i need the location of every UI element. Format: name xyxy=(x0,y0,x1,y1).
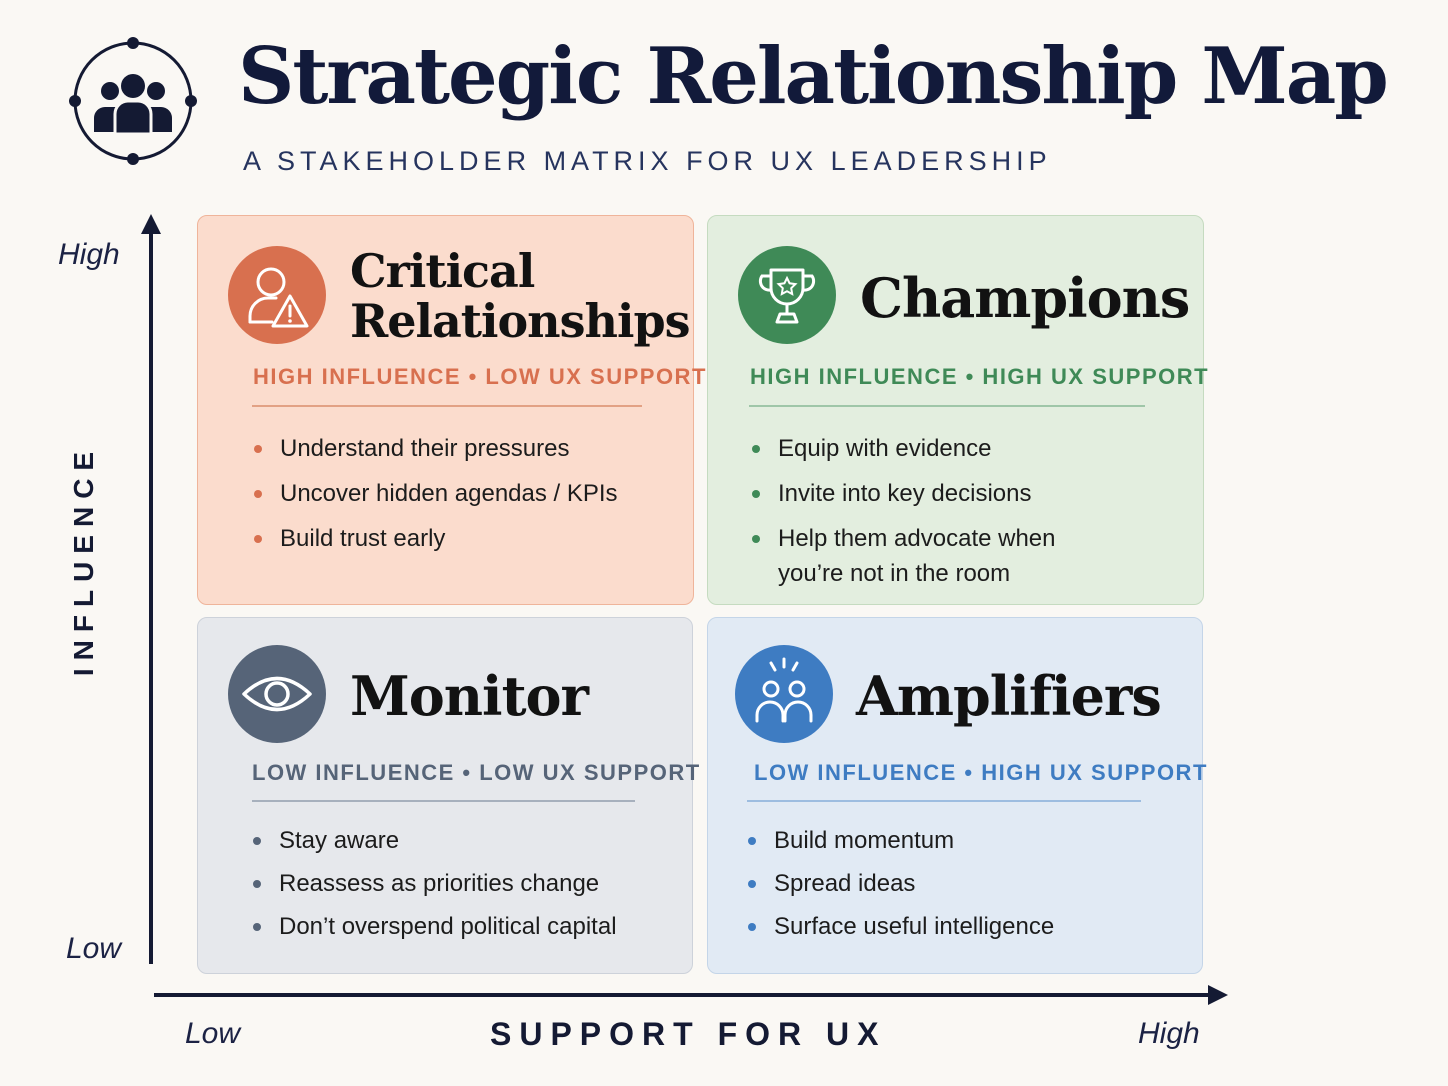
list-item: Don’t overspend political capital xyxy=(251,909,617,944)
trophy-icon xyxy=(738,246,836,344)
list-item: Reassess as priorities change xyxy=(251,866,617,901)
page-title: Strategic Relationship Map xyxy=(238,31,1389,122)
quadrant-amplifiers: Amplifiers LOW INFLUENCE • HIGH UX SUPPO… xyxy=(707,617,1206,974)
quadrant-divider xyxy=(747,800,1141,802)
quadrant-list: Equip with evidence Invite into key deci… xyxy=(750,431,1056,591)
people-group-icon xyxy=(66,34,200,168)
quadrant-critical-relationships: Critical Relationships HIGH INFLUENCE • … xyxy=(197,215,705,605)
x-axis-title: SUPPORT FOR UX xyxy=(490,1016,887,1052)
quadrant-title: Amplifiers xyxy=(856,664,1162,728)
y-axis-line xyxy=(149,228,153,964)
quadrant-title-line2: Relationships xyxy=(350,294,691,348)
list-item-continuation: you’re not in the room xyxy=(778,560,1011,587)
y-axis-title: INFLUENCE xyxy=(68,443,99,677)
quadrant-list: Stay aware Reassess as priorities change… xyxy=(251,823,617,944)
list-item: Invite into key decisions xyxy=(750,476,1056,511)
quadrant-divider xyxy=(252,800,635,802)
people-broadcast-icon xyxy=(735,645,833,743)
quadrant-champions: Champions HIGH INFLUENCE • HIGH UX SUPPO… xyxy=(707,215,1208,605)
list-item: Uncover hidden agendas / KPIs xyxy=(252,476,618,511)
list-item: Understand their pressures xyxy=(252,431,618,466)
x-axis-low-label: Low xyxy=(185,1017,241,1050)
quadrant-tag: LOW INFLUENCE • LOW UX SUPPORT xyxy=(252,760,701,785)
x-axis-high-label: High xyxy=(1138,1017,1200,1050)
quadrant-tag: HIGH INFLUENCE • LOW UX SUPPORT xyxy=(253,364,707,389)
quadrant-list: Understand their pressures Uncover hidde… xyxy=(252,431,618,556)
y-axis-low-label: Low xyxy=(66,932,122,965)
quadrant-title-line1: Critical xyxy=(350,244,535,298)
quadrant-tag: LOW INFLUENCE • HIGH UX SUPPORT xyxy=(754,760,1208,785)
list-item: Stay aware xyxy=(251,823,617,858)
quadrant-title: Champions xyxy=(860,266,1190,330)
list-item: Build trust early xyxy=(252,521,618,556)
person-warning-icon xyxy=(228,246,326,344)
quadrant-list: Build momentum Spread ideas Surface usef… xyxy=(746,823,1054,944)
x-axis-line xyxy=(154,993,1214,997)
list-item: Spread ideas xyxy=(746,866,1054,901)
eye-icon xyxy=(228,645,326,743)
y-axis-arrowhead xyxy=(141,214,161,234)
x-axis-arrowhead xyxy=(1208,985,1228,1005)
y-axis-high-label: High xyxy=(58,238,120,271)
page-subtitle: A STAKEHOLDER MATRIX FOR UX LEADERSHIP xyxy=(243,146,1052,176)
quadrant-monitor: Monitor LOW INFLUENCE • LOW UX SUPPORT S… xyxy=(197,617,699,974)
quadrant-title: Monitor xyxy=(350,664,589,728)
quadrant-tag: HIGH INFLUENCE • HIGH UX SUPPORT xyxy=(750,364,1210,389)
quadrant-divider xyxy=(252,405,642,407)
list-item: Build momentum xyxy=(746,823,1054,858)
quadrant-divider xyxy=(749,405,1145,407)
list-item: Surface useful intelligence xyxy=(746,909,1054,944)
list-item: Help them advocate when xyxy=(750,521,1056,556)
list-item: Equip with evidence xyxy=(750,431,1056,466)
